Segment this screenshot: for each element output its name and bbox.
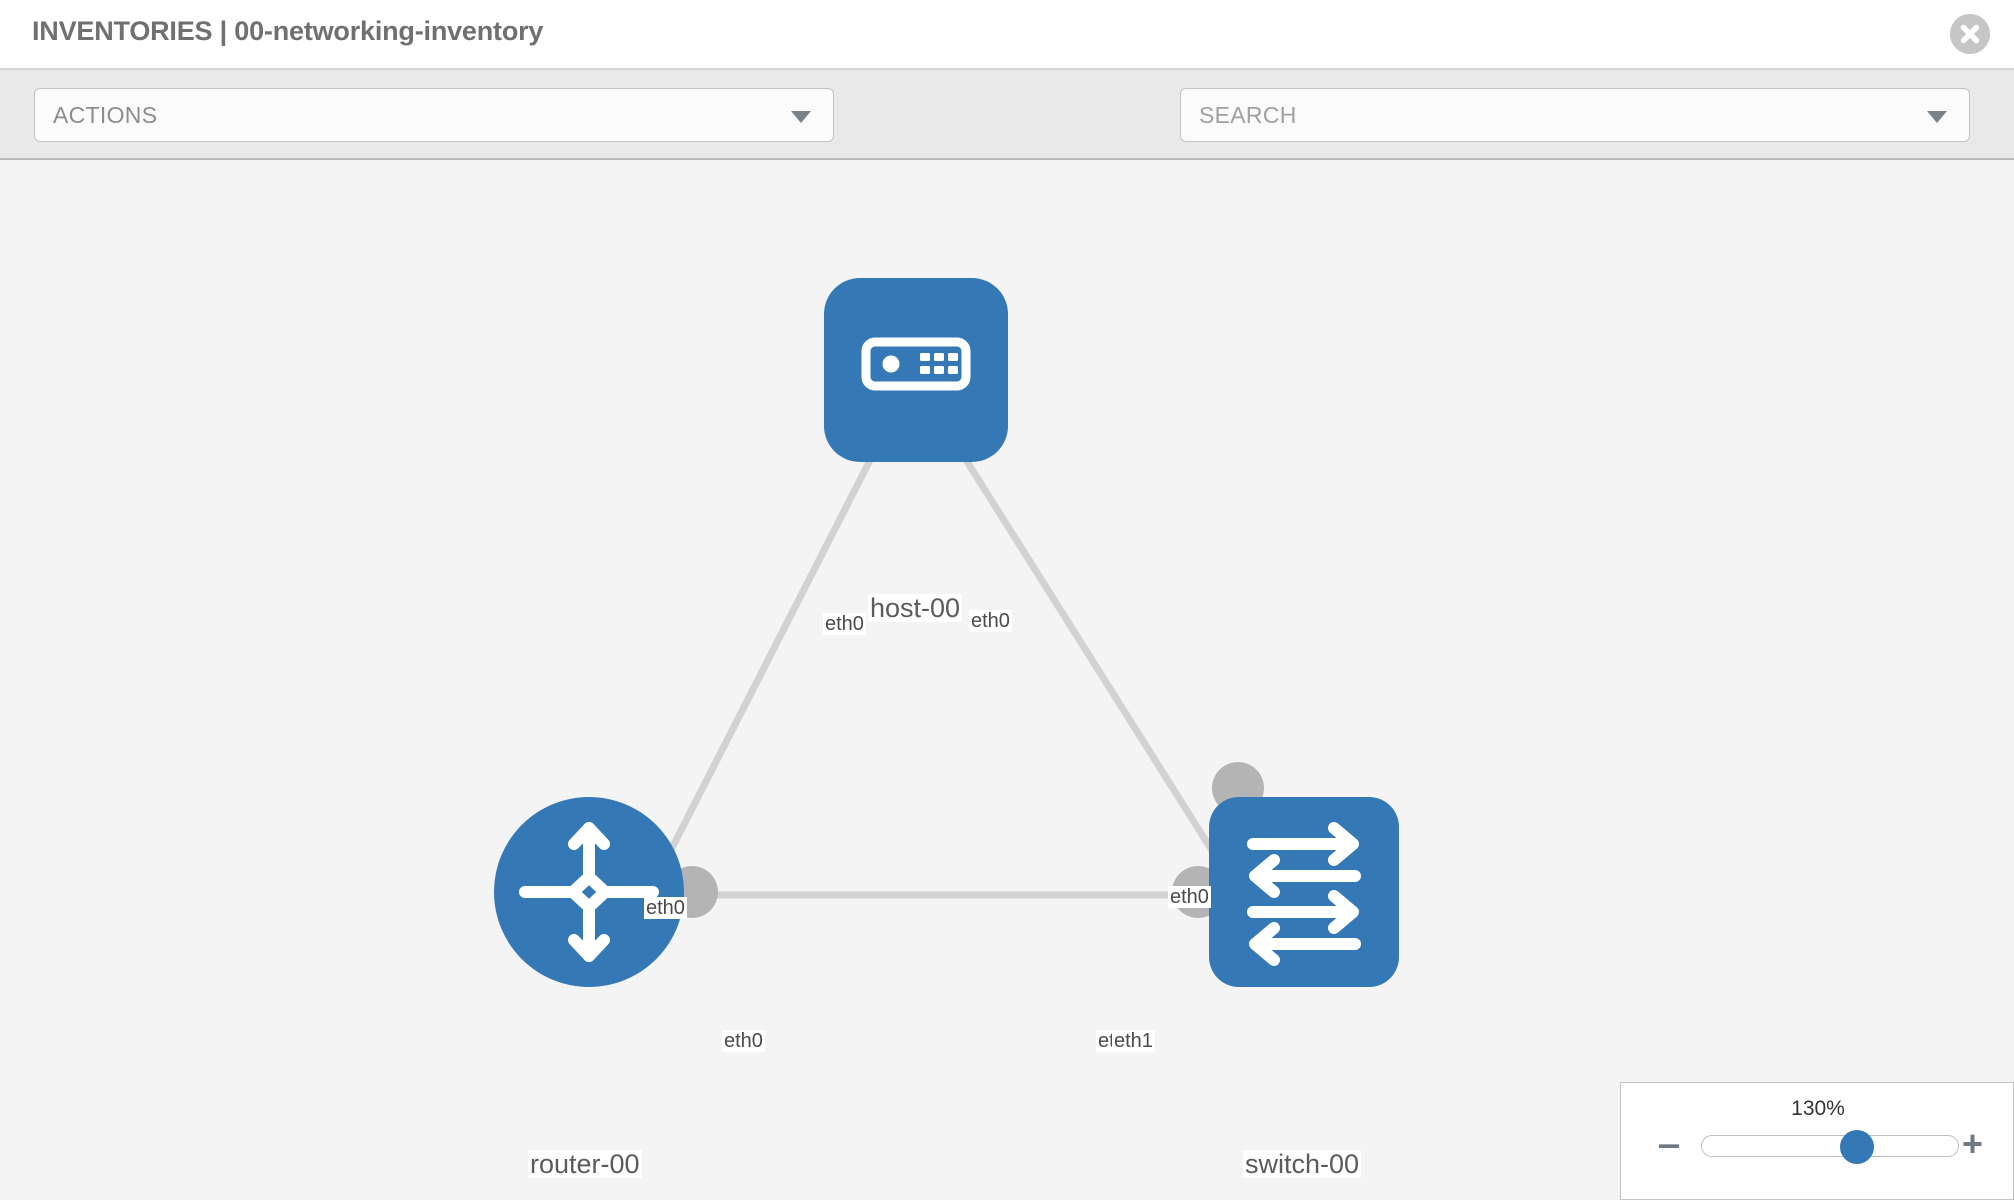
iface-label-host-right: eth0: [969, 610, 1012, 632]
toolbar: ACTIONS SEARCH: [0, 70, 2014, 198]
switch-arrows-icon: [1247, 822, 1361, 966]
iface-label-switch-up: eth0: [1168, 886, 1211, 908]
zoom-out-button[interactable]: ‒: [1659, 1123, 1680, 1164]
node-switch-00: [1209, 797, 1399, 987]
zoom-in-button[interactable]: +: [1961, 1123, 1983, 1164]
actions-dropdown[interactable]: ACTIONS: [34, 88, 834, 142]
node-router-00: [494, 797, 684, 987]
chevron-down-icon: [791, 111, 811, 123]
iface-label-router-up: eth0: [644, 897, 687, 919]
iface-label-host-left: eth0: [823, 613, 866, 635]
chevron-down-icon[interactable]: [1927, 111, 1947, 123]
zoom-level-value: 130%: [1791, 1097, 1845, 1120]
close-icon[interactable]: [1950, 14, 1990, 54]
page-header: INVENTORIES | 00-networking-inventory: [0, 0, 2014, 70]
node-label-router-00: router-00: [528, 1149, 642, 1179]
link-host-switch: [941, 423, 1243, 897]
topology-graph: [494, 278, 1399, 987]
iface-label-router-right: eth0: [722, 1030, 765, 1052]
server-icon: [861, 337, 971, 391]
search-input-placeholder: SEARCH: [1199, 102, 1297, 128]
page-title: INVENTORIES | 00-networking-inventory: [32, 16, 544, 46]
zoom-slider[interactable]: [1701, 1130, 1959, 1164]
link-host-router: [644, 423, 892, 897]
zoom-control-panel: 130% ‒ +: [1620, 1082, 2014, 1200]
search-input[interactable]: SEARCH: [1180, 88, 1970, 142]
zoom-slider-thumb[interactable]: [1840, 1130, 1874, 1164]
topology-canvas[interactable]: host-00 router-00 switch-00 eth0 eth0 et…: [0, 160, 2014, 1200]
topology-links: [644, 423, 1243, 899]
node-label-host-00: host-00: [868, 593, 963, 623]
topology-connectors: [666, 399, 1264, 918]
router-arrows-icon: [519, 822, 659, 962]
iface-label-switch-left-b: eth1: [1112, 1030, 1155, 1052]
node-host-00: [824, 278, 1008, 462]
actions-dropdown-label: ACTIONS: [53, 102, 158, 128]
node-label-switch-00: switch-00: [1243, 1149, 1362, 1179]
